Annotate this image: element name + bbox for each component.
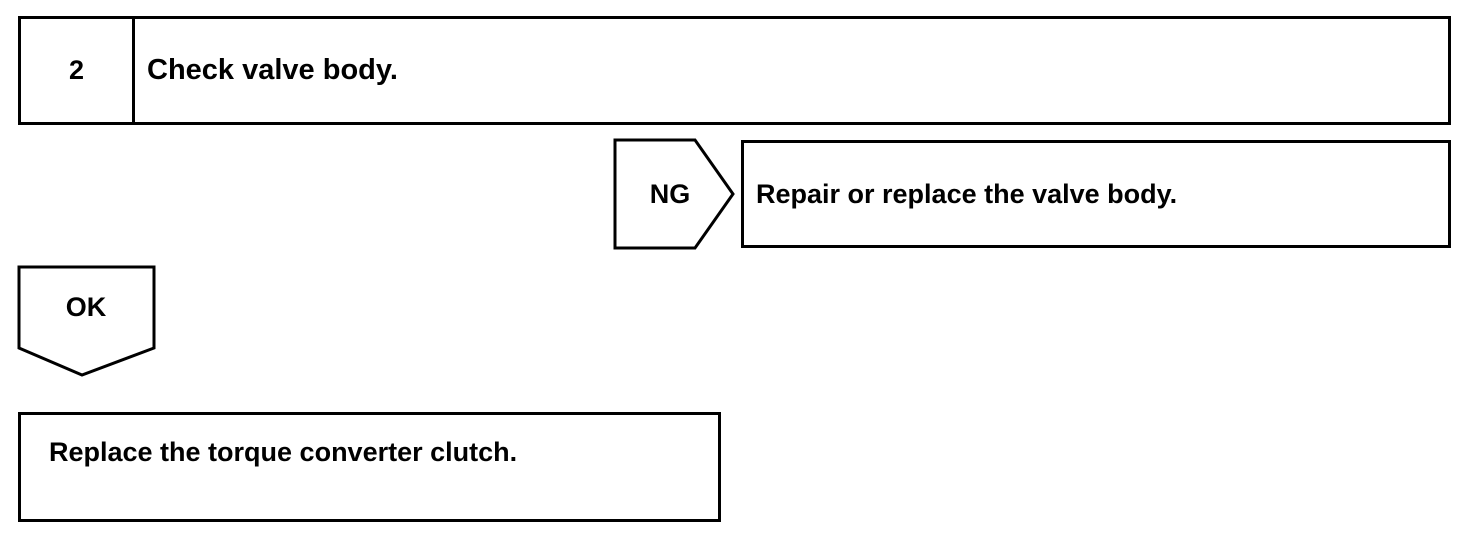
ok-action-box: Replace the torque converter clutch. [18, 412, 721, 522]
ng-action-text: Repair or replace the valve body. [756, 179, 1178, 209]
ok-action-text: Replace the torque converter clutch. [49, 437, 518, 467]
step-title: Check valve body. [147, 54, 398, 86]
step-number: 2 [68, 55, 85, 85]
ng-action-box: Repair or replace the valve body. [741, 140, 1451, 248]
ok-label: OK [65, 292, 107, 322]
step-divider [132, 19, 135, 122]
ng-label: NG [649, 179, 691, 209]
ok-arrow-shape [17, 265, 156, 377]
ng-arrow-shape [613, 138, 735, 250]
step-box: 2 Check valve body. [18, 16, 1451, 125]
